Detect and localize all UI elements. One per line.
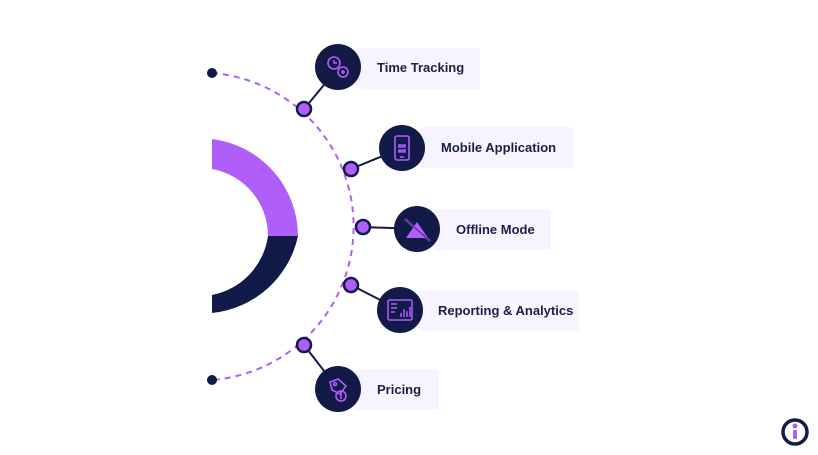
arc-end-dot-top [207, 68, 217, 78]
connector-node [295, 100, 313, 118]
feature-label: Mobile Application [441, 140, 556, 155]
connector-node [342, 276, 360, 294]
connector-node [354, 218, 372, 236]
connector-node [342, 160, 360, 178]
label-box [355, 48, 480, 89]
label-box [434, 209, 551, 250]
offline-mode-icon [404, 218, 431, 242]
dashed-arc [211, 72, 355, 381]
feature-label: Time Tracking [377, 60, 464, 75]
half-donut [212, 139, 298, 313]
feature-mobile-application: Mobile Application [342, 125, 573, 178]
icon-circle [377, 287, 423, 333]
time-tracking-icon [327, 56, 349, 78]
feature-label: Reporting & Analytics [438, 303, 573, 318]
icon-circle [315, 366, 361, 412]
brand-logo-icon [781, 418, 809, 446]
pricing-icon [329, 378, 348, 402]
mobile-application-icon [394, 135, 410, 161]
arc-end-dot-bottom [207, 375, 217, 385]
label-box [355, 369, 439, 410]
reporting-analytics-icon [387, 299, 413, 321]
connector-node [295, 336, 313, 354]
feature-label: Offline Mode [456, 222, 535, 237]
donut-top-segment [212, 139, 298, 236]
label-box [420, 127, 573, 168]
feature-offline-mode: Offline Mode [354, 206, 551, 252]
icon-circle [379, 125, 425, 171]
feature-time-tracking: Time Tracking [295, 44, 480, 118]
feature-reporting-analytics: Reporting & Analytics [342, 276, 579, 333]
label-box [418, 290, 579, 331]
feature-label: Pricing [377, 382, 421, 397]
feature-pricing: Pricing [295, 336, 439, 412]
donut-bottom-segment [212, 236, 298, 313]
